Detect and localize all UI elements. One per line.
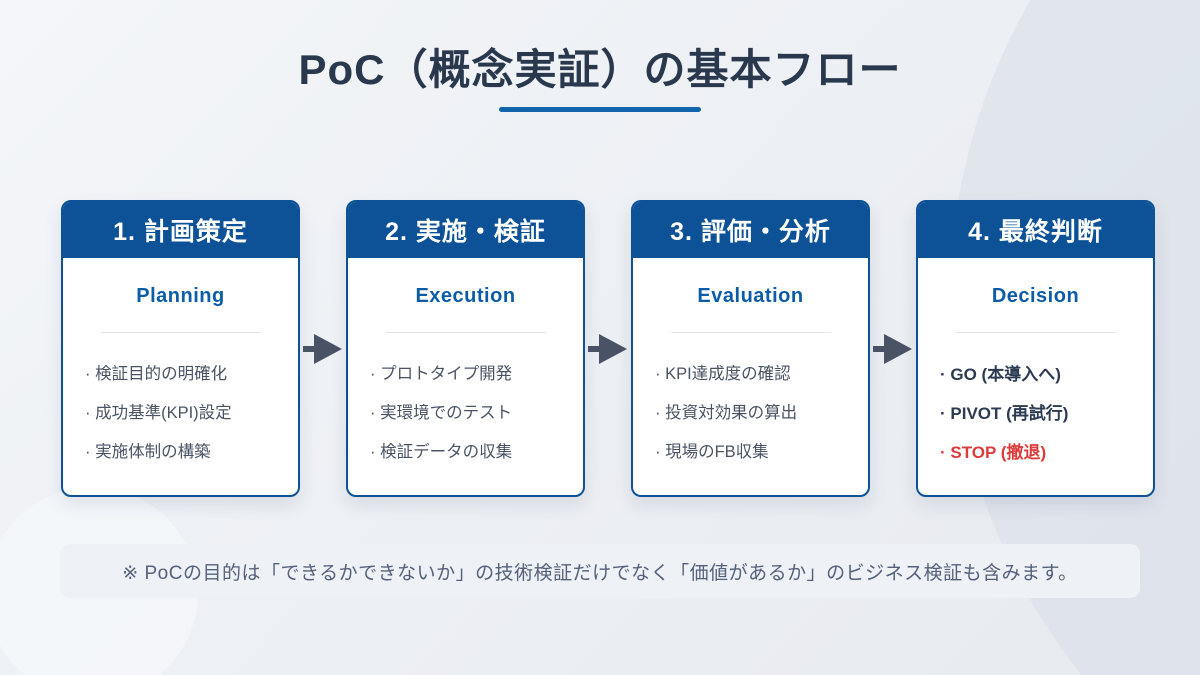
step-item-list: · GO (本導入へ) · PIVOT (再試行) · STOP (撤退) (918, 355, 1153, 472)
list-item-stop: · STOP (撤退) (940, 443, 1047, 462)
list-item: · 実環境でのテスト (370, 404, 513, 422)
step-card-evaluation: 3. 評価・分析 Evaluation · KPI達成度の確認 · 投資対効果の… (631, 200, 870, 497)
step-subtitle: Decision (991, 285, 1080, 307)
list-item: · 現場のFB収集 (655, 443, 769, 461)
step-subtitle: Evaluation (697, 285, 804, 307)
title-underline (499, 107, 701, 112)
flow-arrow (585, 200, 631, 497)
divider (955, 332, 1116, 333)
page-title: PoC（概念実証）の基本フロー (298, 46, 902, 93)
step-card-execution: 2. 実施・検証 Execution · プロトタイプ開発 · 実環境でのテスト… (346, 200, 585, 497)
footnote-text: ※ PoCの目的は「できるかできないか」の技術検証だけでなく「価値があるか」のビ… (122, 562, 1078, 584)
arrow-right-icon (588, 333, 627, 364)
step-subtitle: Planning (136, 285, 225, 307)
flow-arrow (300, 200, 346, 497)
flow-arrow (870, 200, 916, 497)
step-header: 1. 計画策定 (63, 202, 298, 258)
list-item: · 検証目的の明確化 (85, 365, 228, 383)
step-header: 4. 最終判断 (918, 202, 1153, 258)
arrow-right-icon (303, 333, 342, 364)
divider (670, 332, 831, 333)
list-item: · 検証データの収集 (370, 443, 513, 461)
step-item-list: · プロトタイプ開発 · 実環境でのテスト · 検証データの収集 (348, 355, 583, 472)
step-subtitle: Execution (415, 285, 516, 307)
footnote-bar: ※ PoCの目的は「できるかできないか」の技術検証だけでなく「価値があるか」のビ… (60, 544, 1140, 598)
divider (100, 332, 261, 333)
step-item-list: · 検証目的の明確化 · 成功基準(KPI)設定 · 実施体制の構築 (63, 355, 298, 472)
list-item: · 実施体制の構築 (85, 443, 211, 461)
step-item-list: · KPI達成度の確認 · 投資対効果の算出 · 現場のFB収集 (633, 355, 868, 472)
arrow-right-icon (873, 333, 912, 364)
step-card-decision: 4. 最終判断 Decision · GO (本導入へ) · PIVOT (再試… (916, 200, 1155, 497)
list-item: · プロトタイプ開発 (370, 365, 513, 383)
step-card-planning: 1. 計画策定 Planning · 検証目的の明確化 · 成功基準(KPI)設… (61, 200, 300, 497)
list-item-pivot: · PIVOT (再試行) (940, 404, 1069, 423)
step-header: 2. 実施・検証 (348, 202, 583, 258)
list-item-go: · GO (本導入へ) (940, 365, 1061, 384)
process-flow: 1. 計画策定 Planning · 検証目的の明確化 · 成功基準(KPI)設… (61, 200, 1155, 497)
list-item: · 成功基準(KPI)設定 (85, 404, 232, 422)
list-item: · KPI達成度の確認 (655, 365, 791, 383)
step-header: 3. 評価・分析 (633, 202, 868, 258)
divider (385, 332, 546, 333)
list-item: · 投資対効果の算出 (655, 404, 798, 422)
